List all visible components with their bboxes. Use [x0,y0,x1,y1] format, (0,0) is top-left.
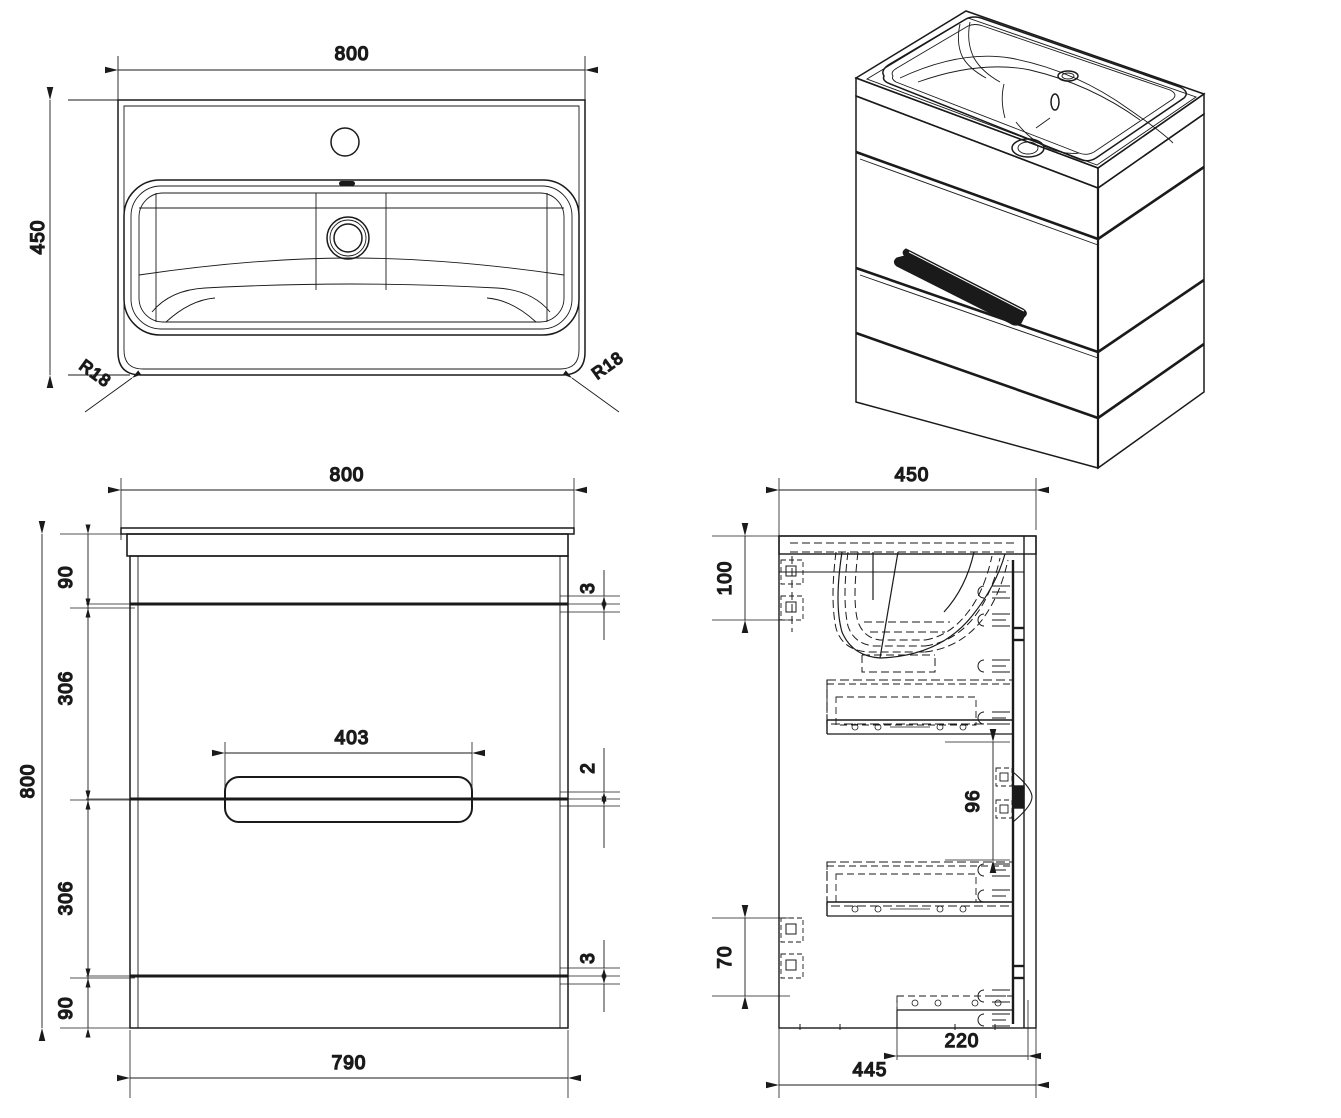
basin-rim-offset [123,105,580,370]
assembly-isometric-view [854,10,1206,470]
dim-side-depth-top-label: 450 [895,465,930,486]
iso-waste-drain-icon [1011,138,1045,158]
front-extension-lines [60,478,620,1098]
dim-gap-middle-label: 2 [578,762,599,774]
bowl-sculpt-lines [138,193,565,323]
side-bottom-ticks [799,1024,996,1030]
iso-overflow-icon [1050,93,1060,111]
front-drawer-splits [130,602,568,978]
dim-gap-bottom-label: 3 [578,952,599,964]
radius-leaders [84,370,620,413]
iso-drawer-splits [855,150,1205,420]
connector-5 [977,889,1010,903]
side-left-fixings [780,559,804,979]
dim-front-seg-upper-label: 306 [56,671,77,706]
dim-side-handle-drop-label: 96 [963,789,984,812]
front-bar-handle [224,776,473,823]
iso-tap-hole-icon [1057,70,1079,82]
basin-outer-outline [117,99,586,376]
side-left-fixing-glyphs [785,565,797,971]
dim-front-height-total-label: 800 [18,764,39,799]
iso-bowl-inner [891,24,1176,155]
side-bar-handle-profile [995,767,1033,823]
waste-drain-outer-icon [326,216,370,260]
side-basin-slab [778,535,1037,555]
waste-drain-inner-icon [333,223,363,253]
connector-6 [977,863,1010,877]
side-back-panel-breaks [1013,626,1024,980]
waste-drain-mid-icon [329,219,367,257]
dim-side-depth-bottom-label: 445 [853,1060,888,1081]
bowl-inner [138,192,565,323]
side-upper-runner-detail [851,723,967,731]
dim-front-seg-bottom-label: 90 [56,996,77,1019]
front-split-extensions [86,603,620,977]
overflow-slot-icon [339,181,355,186]
front-elevation-view: 800 800 90 306 306 90 3 2 3 403 [17,464,620,1098]
connector-8 [977,989,1010,1003]
side-connector-glyphs [977,585,1010,1027]
dim-side-plinth-label: 70 [715,945,736,968]
dim-side-inner-depth-label: 220 [945,1031,980,1052]
iso-handle-highlight [908,251,1025,312]
side-plinth-shelf [896,995,1014,1028]
tap-hole-icon [330,127,360,157]
dim-front-width-bottom-label: 790 [332,1053,367,1074]
dim-handle-width-label: 403 [335,728,370,749]
dim-top-depth-label: 450 [28,220,49,255]
bowl-outer [123,179,580,336]
dim-side-basin-height-label: 100 [715,561,736,596]
iso-waste-drain-inner-icon [1017,141,1039,155]
iso-tap-hole-inner-icon [1061,72,1075,80]
side-lower-runner-detail [851,905,967,913]
connector-1 [977,585,1010,599]
connector-4 [977,659,1010,673]
dim-front-width-top-label: 800 [330,465,365,486]
dim-front-seg-top-label: 90 [56,565,77,588]
side-upper-drawer-box [826,679,1014,735]
iso-bowl-outline [882,16,1187,162]
dim-front-seg-lower-label: 306 [56,881,77,916]
iso-bowl-sculpt [899,21,1174,154]
side-basin-bowl-profile [837,551,1006,659]
iso-bar-handle [893,248,1027,326]
connector-2 [977,613,1010,627]
dim-gap-top-label: 3 [578,582,599,594]
front-carcass-outline [129,555,569,1029]
connector-3 [977,711,1010,725]
dim-top-width-label: 800 [335,44,370,65]
side-section-view: 450 100 70 96 220 445 [712,464,1049,1098]
